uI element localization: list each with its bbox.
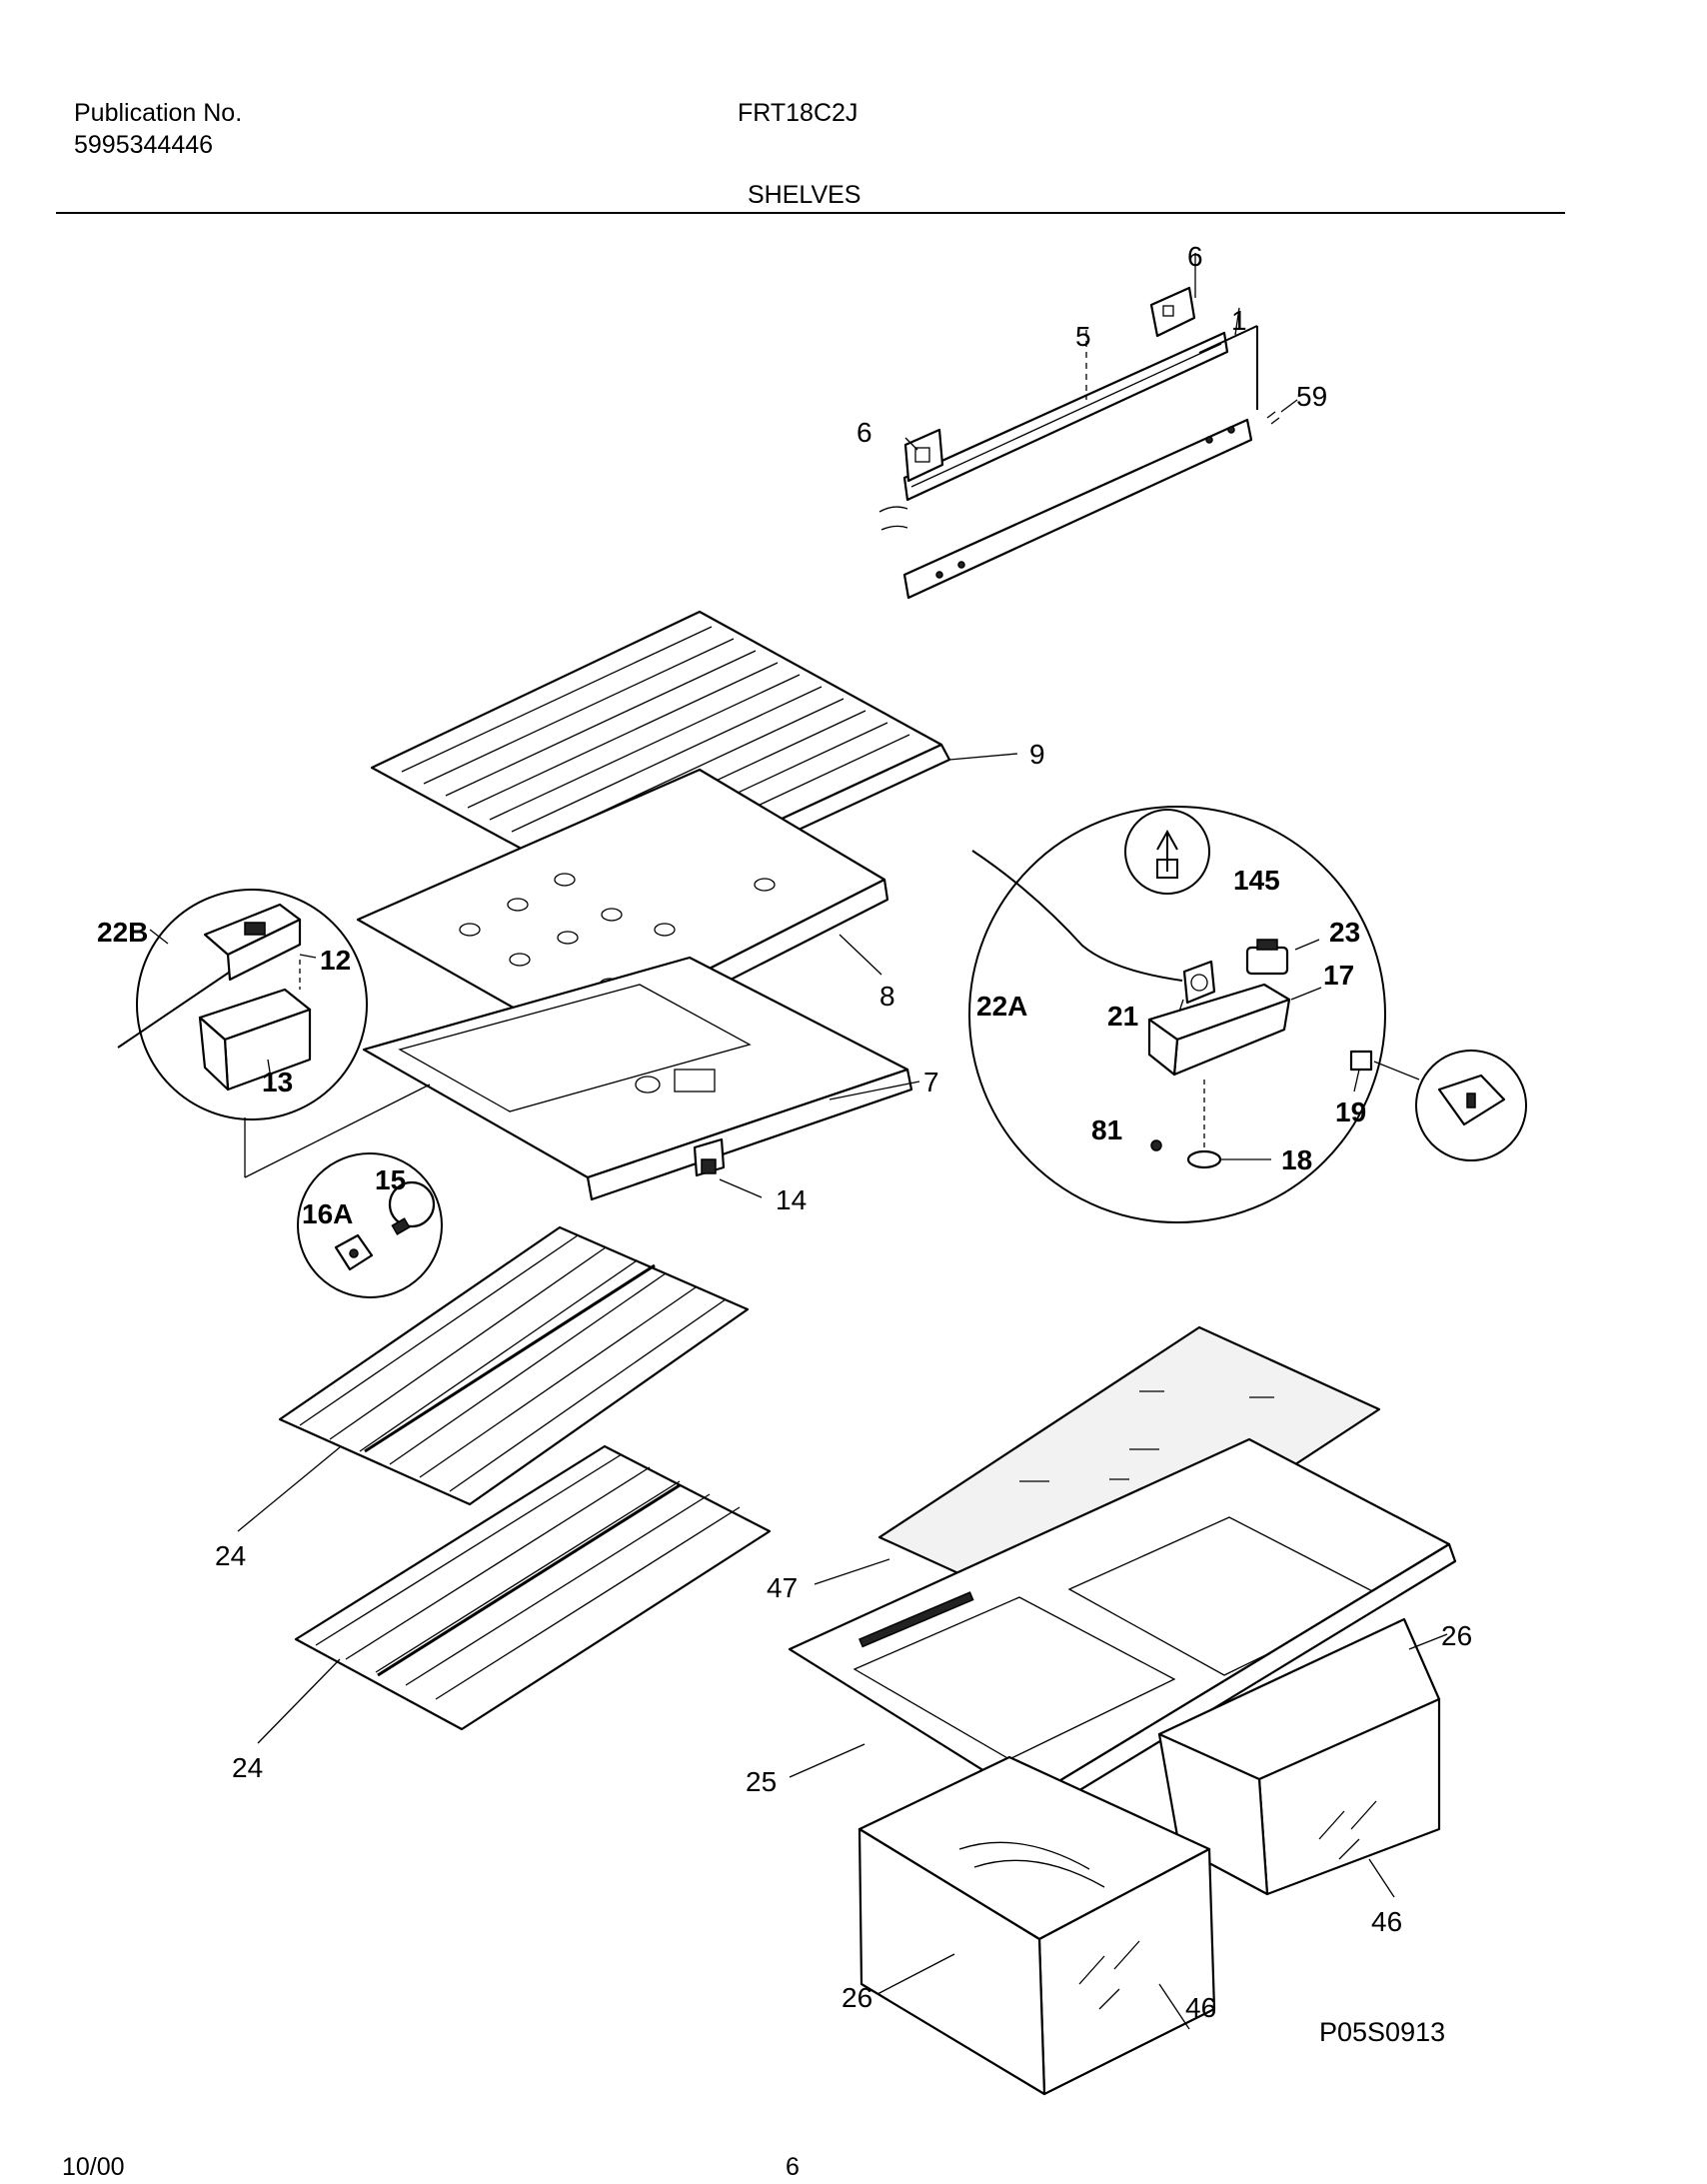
wire-shelf-upper — [237, 1225, 750, 1532]
callout-15: 15 — [375, 1164, 406, 1195]
trim-strip — [902, 418, 1253, 600]
page-number: 6 — [786, 2153, 800, 2181]
publication-label: Publication No. — [74, 99, 243, 127]
wire-shelf — [294, 1444, 772, 1731]
freezer-shelf-assembly — [356, 610, 1018, 1201]
light-switch — [1349, 1050, 1373, 1072]
model-number: FRT18C2J — [738, 99, 858, 127]
capillary-clip-detail — [1124, 809, 1210, 895]
wire-shelf — [278, 1225, 750, 1506]
header-rule — [56, 212, 1565, 214]
callout-1: 1 — [1231, 305, 1247, 336]
fan-motor — [1182, 960, 1216, 1005]
callout-24-upper: 24 — [215, 1540, 246, 1571]
callout-26-right: 26 — [1441, 1620, 1472, 1651]
callout-26-left: 26 — [842, 1982, 872, 2013]
callout-46-left: 46 — [1185, 1992, 1216, 2023]
callout-81: 81 — [1091, 1114, 1122, 1145]
callout-16A: 16A — [302, 1198, 353, 1229]
callout-23: 23 — [1329, 917, 1360, 948]
knob — [1186, 1149, 1222, 1169]
tray-bosses — [459, 873, 776, 992]
callout-5: 5 — [1075, 321, 1091, 352]
crisper-assembly — [788, 1325, 1457, 2096]
callout-22A: 22A — [976, 991, 1027, 1022]
callout-7: 7 — [923, 1067, 939, 1097]
callout-25: 25 — [746, 1766, 777, 1797]
callout-6-top: 6 — [1187, 241, 1203, 272]
callout-17: 17 — [1323, 960, 1354, 991]
callout-12: 12 — [320, 945, 351, 976]
section-title: SHELVES — [748, 181, 861, 209]
control-housing-inset — [968, 806, 1527, 1223]
bracket-lower — [903, 428, 944, 483]
screw — [1150, 1139, 1162, 1151]
callout-8: 8 — [879, 981, 895, 1012]
callout-21: 21 — [1107, 1001, 1138, 1032]
thermostat — [1245, 946, 1289, 976]
callout-6-left: 6 — [856, 417, 872, 448]
damper-inset — [117, 889, 431, 1178]
diagram-code: P05S0913 — [1319, 2017, 1446, 2047]
revision-date: 10/00 — [62, 2153, 125, 2181]
callout-14: 14 — [776, 1184, 807, 1215]
callout-labels: 6 6 5 1 59 9 8 7 14 22B 12 13 15 16A 145… — [97, 241, 1472, 2023]
lamp-inset — [297, 1152, 443, 1298]
freezer-floor — [362, 956, 909, 1179]
callout-46-right: 46 — [1371, 1906, 1402, 1937]
callout-9: 9 — [1029, 739, 1045, 770]
callout-18: 18 — [1281, 1144, 1312, 1175]
heater-strip — [902, 331, 1229, 502]
trim-heater-assembly — [878, 253, 1298, 600]
trim-end — [1198, 325, 1258, 354]
publication-number: 5995344446 — [74, 131, 214, 159]
callout-59: 59 — [1296, 381, 1327, 412]
wire-shelf-lower — [257, 1444, 772, 1744]
light-bulb — [388, 1180, 436, 1228]
callout-47: 47 — [767, 1572, 798, 1603]
callout-145: 145 — [1233, 865, 1280, 896]
callout-24-lower: 24 — [232, 1752, 263, 1783]
callout-22B: 22B — [97, 917, 148, 948]
callout-19: 19 — [1335, 1096, 1366, 1127]
callout-13: 13 — [262, 1067, 293, 1097]
